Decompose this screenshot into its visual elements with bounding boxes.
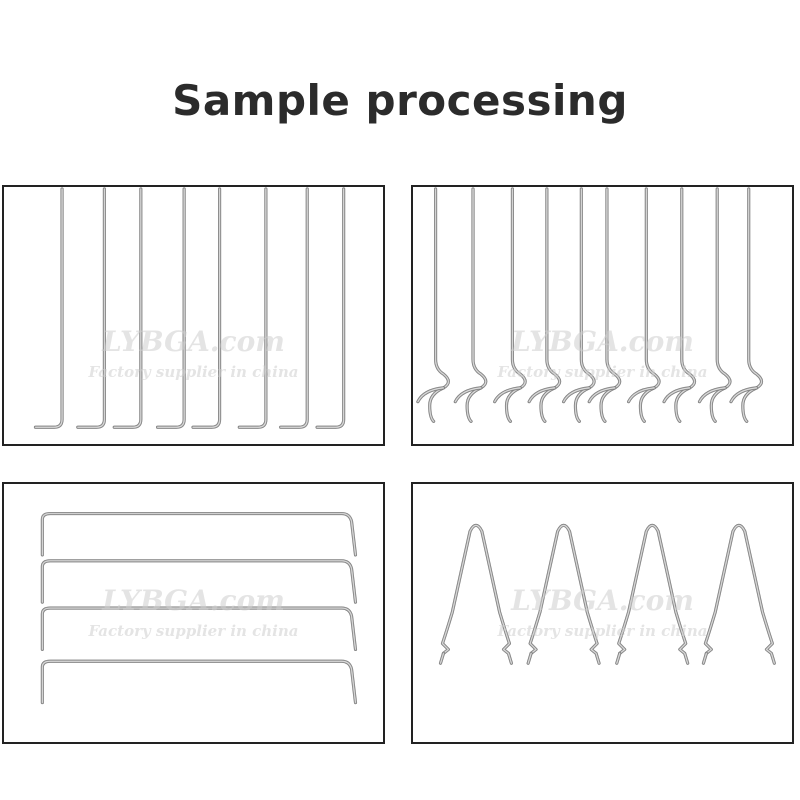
staple-wire: [40, 511, 358, 557]
staple-wire: [40, 559, 358, 604]
loop-wires-image: [416, 187, 764, 423]
sample-panel-loop-wires: LYBGA.com Factory supplier in china: [411, 185, 794, 446]
sample-panel-v-clips: LYBGA.com Factory supplier in china: [411, 482, 794, 744]
sample-panel-staples: LYBGA.com Factory supplier in china: [2, 482, 385, 744]
sample-panel-l-hooks: LYBGA.com Factory supplier in china: [2, 185, 385, 446]
staple-wires-image: [40, 511, 358, 705]
l-hook-wire: [112, 187, 143, 429]
staple-wire: [40, 606, 358, 652]
staple-wire: [40, 659, 358, 705]
l-hook-wire: [155, 187, 186, 429]
l-hook-wire: [76, 187, 106, 429]
v-spring-clip: [528, 523, 601, 665]
v-spring-clip: [617, 523, 690, 665]
l-hook-wire: [237, 187, 268, 429]
l-hook-wires-image: [33, 187, 346, 429]
l-hook-wire: [191, 187, 222, 429]
v-clips-image: [438, 523, 776, 665]
v-spring-clip: [440, 523, 513, 665]
v-spring-clip: [703, 523, 776, 665]
l-hook-wire: [315, 187, 346, 429]
l-hook-wire: [33, 187, 64, 429]
page-title: Sample processing: [172, 76, 628, 125]
l-hook-wire: [279, 187, 309, 429]
